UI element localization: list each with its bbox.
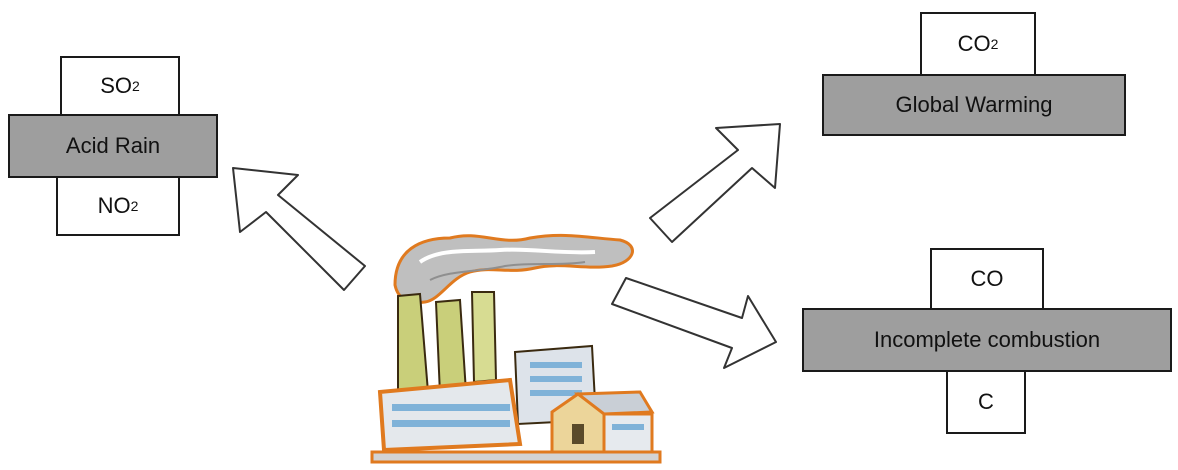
- global-warming-box: Global Warming: [822, 74, 1126, 136]
- co-box: CO: [930, 248, 1044, 310]
- global-warming-label: Global Warming: [896, 92, 1053, 118]
- acid-rain-label: Acid Rain: [66, 133, 160, 159]
- no2-symbol: NO: [98, 193, 131, 219]
- smoke-plume: [395, 235, 632, 302]
- main-building: [380, 380, 520, 450]
- acid-rain-box: Acid Rain: [8, 114, 218, 178]
- co2-symbol: CO: [958, 31, 991, 57]
- arrow-to-acid-rain: [233, 168, 365, 290]
- incomplete-combustion-label: Incomplete combustion: [874, 327, 1100, 353]
- arrow-to-incomplete-combustion: [612, 278, 776, 368]
- chimney-right: [472, 292, 496, 382]
- co-symbol: CO: [971, 266, 1004, 292]
- so2-subscript: 2: [132, 78, 140, 94]
- co2-subscript: 2: [991, 36, 999, 52]
- chimney-left: [398, 294, 428, 394]
- no2-subscript: 2: [131, 198, 139, 214]
- arrow-to-global-warming: [650, 124, 780, 242]
- so2-symbol: SO: [100, 73, 132, 99]
- incomplete-combustion-box: Incomplete combustion: [802, 308, 1172, 372]
- factory-illustration: [372, 235, 660, 462]
- c-box: C: [946, 370, 1026, 434]
- c-symbol: C: [978, 389, 994, 415]
- chimney-middle: [436, 300, 466, 394]
